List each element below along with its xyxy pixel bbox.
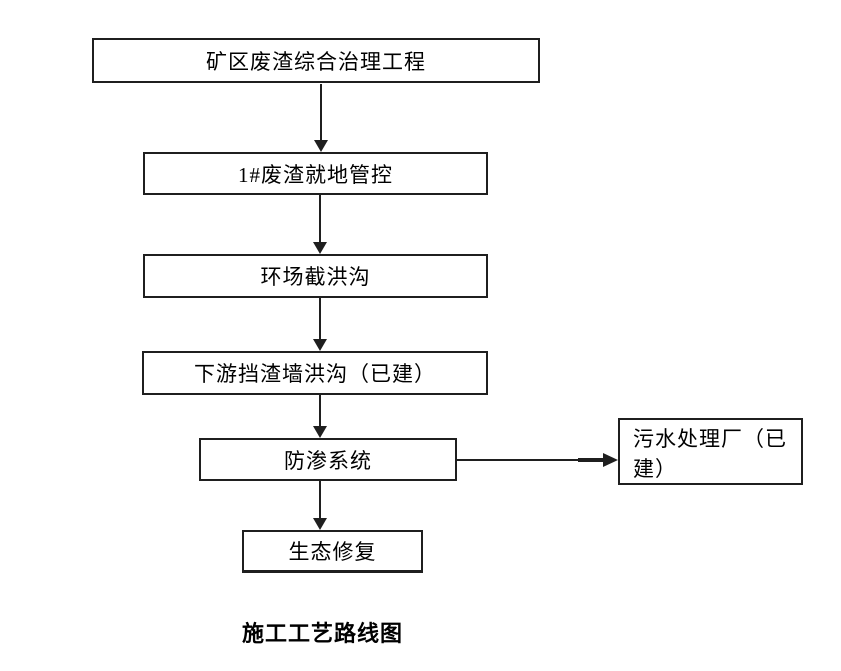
arrow-right-sewage xyxy=(457,453,618,467)
flow-node-label: 污水处理厂（已建） xyxy=(633,427,787,481)
flow-node-label: 1#废渣就地管控 xyxy=(238,162,393,187)
arrow-down-1 xyxy=(314,84,328,152)
arrow-down-3 xyxy=(313,298,327,351)
flow-node-ring-flood-ditch: 环场截洪沟 xyxy=(143,254,488,298)
flow-node-mine-waste-project: 矿区废渣综合治理工程 xyxy=(92,38,540,83)
flow-node-downstream-wall: 下游挡渣墙洪沟（已建） xyxy=(142,351,488,395)
flow-node-label: 矿区废渣综合治理工程 xyxy=(206,49,426,74)
flow-node-label: 防渗系统 xyxy=(284,448,372,473)
flow-node-eco-restoration: 生态修复 xyxy=(242,530,423,573)
flow-node-anti-seepage-system: 防渗系统 xyxy=(199,438,457,481)
arrow-down-2 xyxy=(313,195,327,254)
diagram-caption: 施工工艺路线图 xyxy=(242,621,404,646)
flow-node-waste-onsite-control: 1#废渣就地管控 xyxy=(143,152,488,195)
flow-node-label: 下游挡渣墙洪沟（已建） xyxy=(194,362,436,386)
flow-node-label: 生态修复 xyxy=(288,540,377,564)
arrow-down-5 xyxy=(313,481,327,530)
flow-node-label: 环场截洪沟 xyxy=(260,265,371,289)
arrow-down-4 xyxy=(313,395,327,438)
flow-node-sewage-plant: 污水处理厂（已建） xyxy=(618,418,803,485)
